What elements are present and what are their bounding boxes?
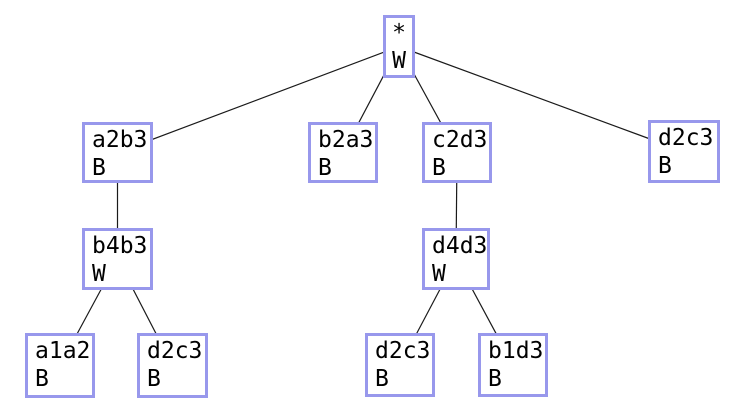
node-player-label: B [375, 366, 389, 392]
node-player-label: B [318, 155, 332, 181]
node-player-label: W [92, 261, 106, 287]
node-move-label: * [392, 20, 406, 46]
node-player-label: B [432, 155, 446, 181]
node-player-label: B [147, 366, 161, 392]
node-move-label: d2c3 [147, 338, 203, 364]
node-player-label: B [92, 155, 106, 181]
node-move-label: b2a3 [318, 127, 374, 153]
node-move-label: d2c3 [658, 125, 714, 151]
node-move-label: b4b3 [92, 233, 148, 259]
tree-edge-root-d2c3-right [398, 45, 685, 153]
node-move-label: c2d3 [432, 127, 488, 153]
node-player-label: B [658, 153, 672, 179]
tree-edge-root-a2b3 [117, 45, 400, 154]
node-move-label: a2b3 [92, 127, 148, 153]
node-move-label: d4d3 [432, 233, 488, 259]
node-player-label: W [392, 48, 406, 74]
node-player-label: B [488, 366, 502, 392]
node-player-label: B [35, 366, 49, 392]
node-move-label: d2c3 [375, 338, 431, 364]
node-move-label: b1d3 [488, 338, 544, 364]
node-move-label: a1a2 [35, 338, 91, 364]
tree-node-root: *W [383, 15, 415, 78]
node-player-label: W [432, 261, 446, 287]
